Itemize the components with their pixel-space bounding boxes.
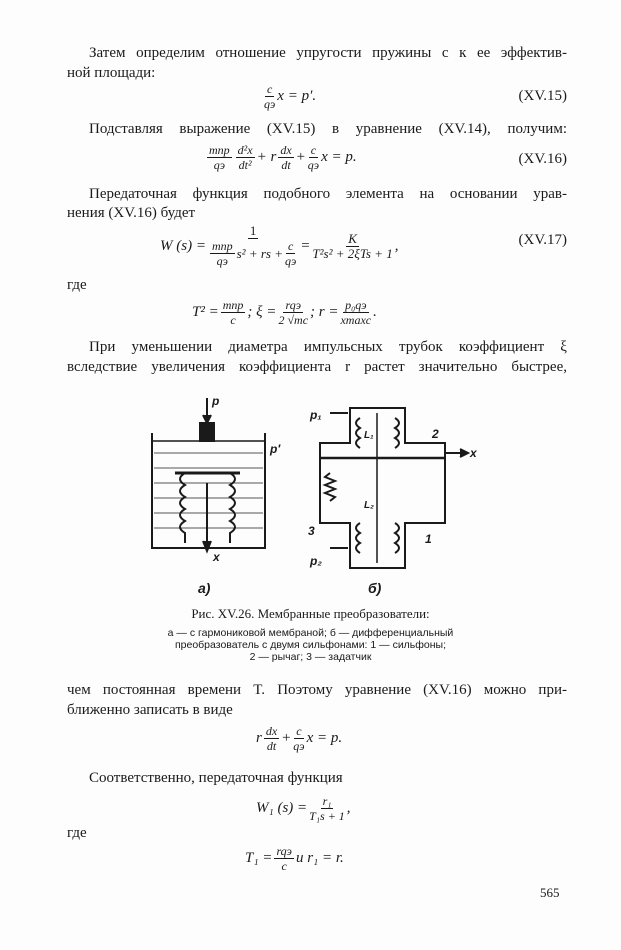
subfigure-label-a: а) (198, 580, 211, 596)
label-2: 2 (431, 427, 439, 441)
paragraph-line: Соответственно, передаточная функция (89, 770, 343, 786)
paragraph-line: где (67, 825, 87, 841)
paragraph-line: чем постоянная времени T. Поэтому уравне… (67, 682, 567, 698)
paragraph-line: При уменьшении диаметра импульсных трубо… (89, 339, 567, 355)
figure-legend: а — с гармониковой мембраной; б — диффер… (0, 627, 621, 663)
paragraph-line: Подставляя выражение (XV.15) в уравнение… (89, 121, 567, 137)
label-L1: L₁ (364, 430, 374, 441)
label-x: x (469, 446, 478, 460)
label-p: p (211, 394, 219, 408)
equation-number: (XV.15) (518, 88, 567, 104)
label-p2: p₂ (309, 554, 322, 568)
membrane-converters-figure: p p′ x p₁ p₂ L₁ L₂ 2 x 3 1 а) б) (151, 394, 478, 596)
label-p-prime: p′ (269, 442, 281, 456)
label-L2: L₂ (364, 500, 374, 511)
paragraph-line: вследствие увеличения коэффициента r рас… (67, 359, 567, 375)
legend-line: преобразователь с двумя сильфонами: 1 — … (174, 639, 447, 651)
page-number: 565 (540, 885, 560, 900)
legend-line: 2 — рычаг; 3 — задатчик (249, 651, 372, 663)
figure-caption: Рис. XV.26. Мембранные преобразователи: (191, 606, 430, 621)
paragraph-line: Передаточная функция подобного элемента … (89, 186, 567, 202)
legend-line: а — с гармониковой мембраной; б — диффер… (167, 627, 454, 639)
equation-number: (XV.16) (518, 151, 567, 167)
label-1: 1 (425, 532, 432, 546)
equation-number: (XV.17) (518, 232, 567, 248)
figure-a: p p′ x (151, 394, 281, 564)
subfigure-label-b: б) (368, 580, 382, 596)
label-p1: p₁ (309, 408, 322, 422)
paragraph-line: нения (XV.16) будет (67, 205, 196, 221)
paragraph-line: где (67, 277, 87, 293)
paragraph-line: ближенно записать в виде (67, 702, 233, 718)
label-x: x (212, 550, 221, 564)
figure-b: p₁ p₂ L₁ L₂ 2 x 3 1 (308, 407, 478, 569)
label-3: 3 (308, 524, 315, 538)
paragraph-line: Затем определим отношение упругости пруж… (89, 45, 567, 61)
paragraph-line: ной площади: (67, 65, 156, 81)
